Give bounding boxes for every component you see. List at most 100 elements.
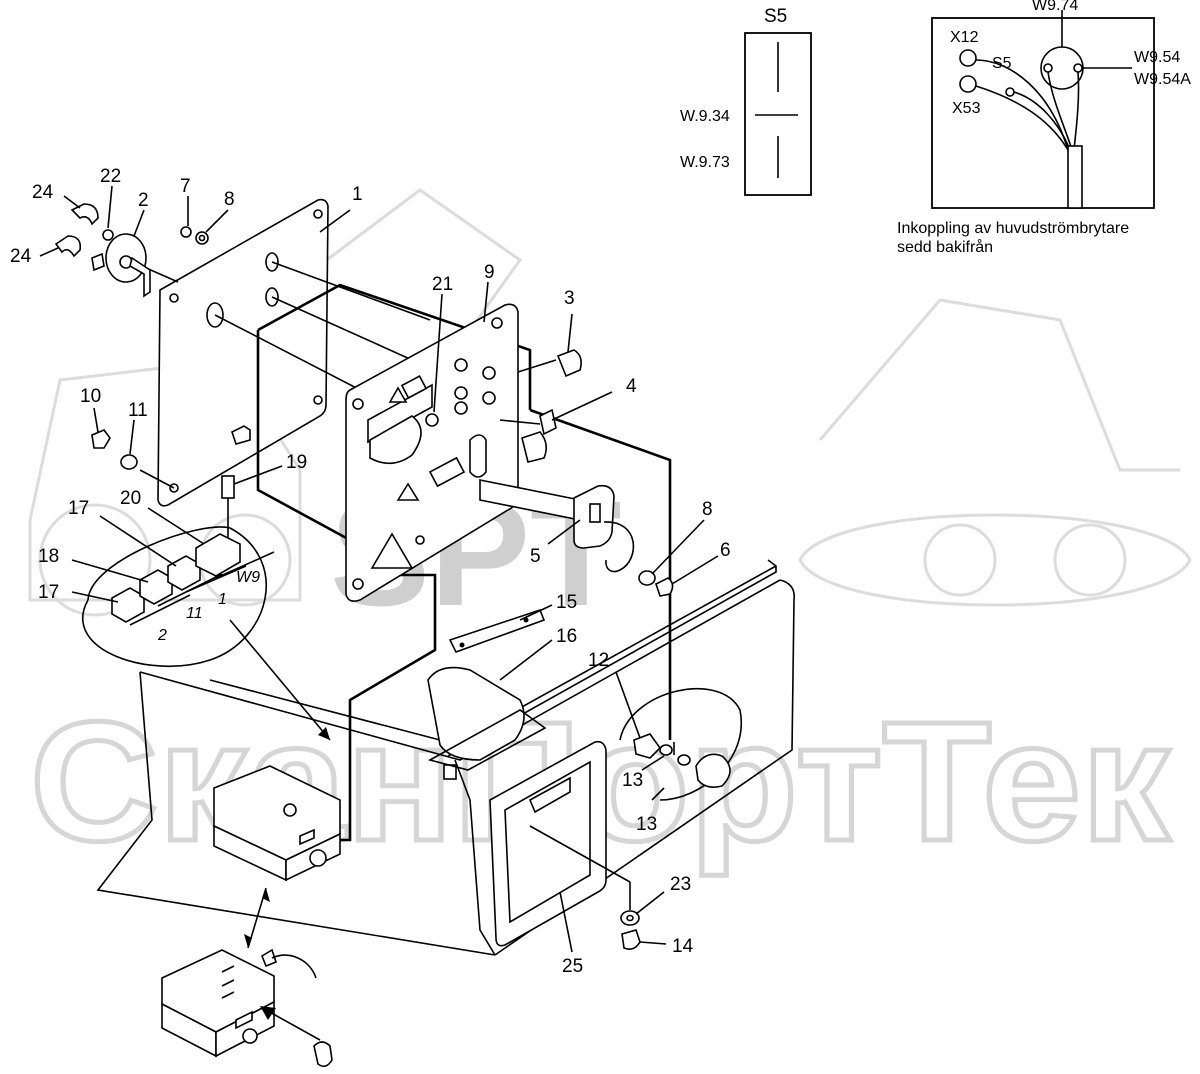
battery-lower-front [215,1000,275,1058]
screw-7 [180,226,192,238]
callout-leaders [39,185,719,953]
callout-18-leader [71,559,149,583]
callout-3-leader [567,313,573,353]
callout-5: 5 [530,546,541,567]
watermark-ghost-vehicles [28,188,1192,617]
callout-11: 11 [128,400,148,421]
callout-13-lower: 13 [636,814,657,835]
callout-21: 21 [432,274,453,295]
callout-17a-leader [99,515,177,567]
battery-strap-16 [427,666,525,761]
box-door-frame [489,740,607,947]
clamp-cable [215,551,275,579]
screw-21 [425,413,439,427]
back-plate-hole [313,395,323,405]
strap-hole [523,617,529,623]
callout-10: 10 [80,386,101,407]
clamp-label-2: 2 [157,627,167,644]
wiring-label-w954a: W9.54A [1134,71,1191,88]
s5-label-w973: W.9.73 [680,154,730,171]
front-panel-hole [491,317,503,329]
front-panel-slot [469,434,487,478]
callout-16: 16 [556,626,577,647]
pushbutton [539,408,557,436]
callout-22-leader [107,185,113,229]
washer-23-hole [626,914,634,922]
callout-24-lower: 24 [10,246,32,267]
box-front-corner [454,759,496,956]
box-door-inner [504,760,591,924]
callout-17-lower: 17 [38,582,59,603]
wiring-x53-cable [975,85,1069,151]
main-switch-bracket [129,256,151,298]
battery-upper-slot [299,828,315,846]
callout-19: 19 [286,452,307,473]
lamp-4 [521,431,548,463]
washer-8-right [638,570,656,586]
washer-13 [659,744,673,756]
battery-lower-slot [235,1010,253,1030]
washer-11 [120,454,138,470]
callout-20-leader [147,507,205,545]
callout-6: 6 [720,540,731,561]
indicator-arrowhead [260,1006,276,1020]
battery-box-body [96,559,796,956]
compartment-right-edge [529,408,672,740]
battery-lower-clip [261,948,277,968]
callout-11-leader [129,419,135,455]
hinge-detail [619,687,743,801]
front-panel-hole [352,398,364,410]
clamp-17-upper [167,555,201,591]
callout-12-leader [615,671,641,739]
callout-13-upper: 13 [622,770,643,791]
washer-13 [677,754,691,766]
battery-lower-cell-marks [221,965,235,999]
switch-wire-loop [603,521,635,573]
bolt-19-head [221,475,235,499]
wiring-label-x53: X53 [952,100,981,117]
callout-25-leader [559,891,573,953]
callout-18: 18 [38,546,59,567]
callout-22: 22 [100,166,121,187]
battery-compartment-frame [256,283,672,842]
clamp-detail-outline [81,527,267,668]
clamp-label-11: 11 [186,605,203,622]
arrowhead-down [244,934,252,948]
callout-15: 15 [556,592,577,613]
wiring-switch-pole-a [1043,63,1053,73]
callout-8a-leader [205,209,229,233]
socket-3-alignment [517,359,557,373]
clamp-20 [195,533,241,577]
s5-schematic-title: S5 [764,6,787,27]
front-switch-panel [345,303,519,602]
callout-14: 14 [672,936,694,957]
back-plate-stud [231,425,251,445]
callout-13b-leader [651,787,665,801]
knob [695,753,731,788]
main-switch-wiring-rear-view: W9.74 X12 S5 X53 W9.54 W9.54A Inkoppling… [897,0,1191,256]
front-panel-hole [482,366,496,380]
wiring-label-x12: X12 [950,29,979,46]
screw-6 [655,577,674,597]
s5-label-w934: W.9.34 [680,108,730,125]
callout-17b-leader [71,591,119,603]
callout-10-leader [93,407,99,433]
clamp-cable [129,594,191,626]
compartment-left-edge [256,330,351,542]
clamp-label-1: 1 [218,591,227,608]
battery-upper-cap [309,849,327,867]
compartment-top-edge [257,283,532,410]
callout-23-leader [635,891,665,915]
wiring-x12-terminal [959,49,977,67]
callout-8b-leader [651,519,705,575]
wiring-caption-line2: sedd bakifrån [897,238,993,256]
callout-16-leader [499,639,553,681]
s5-switch-schematic: S5 W.9.34 W.9.73 [680,6,812,196]
callout-24b-leader [39,247,59,257]
callout-3: 3 [564,288,575,309]
fire-warning-symbol [370,532,414,569]
front-panel-hole [454,386,468,400]
wiring-label-w974: W9.74 [1032,0,1078,14]
callout-20: 20 [120,488,141,509]
